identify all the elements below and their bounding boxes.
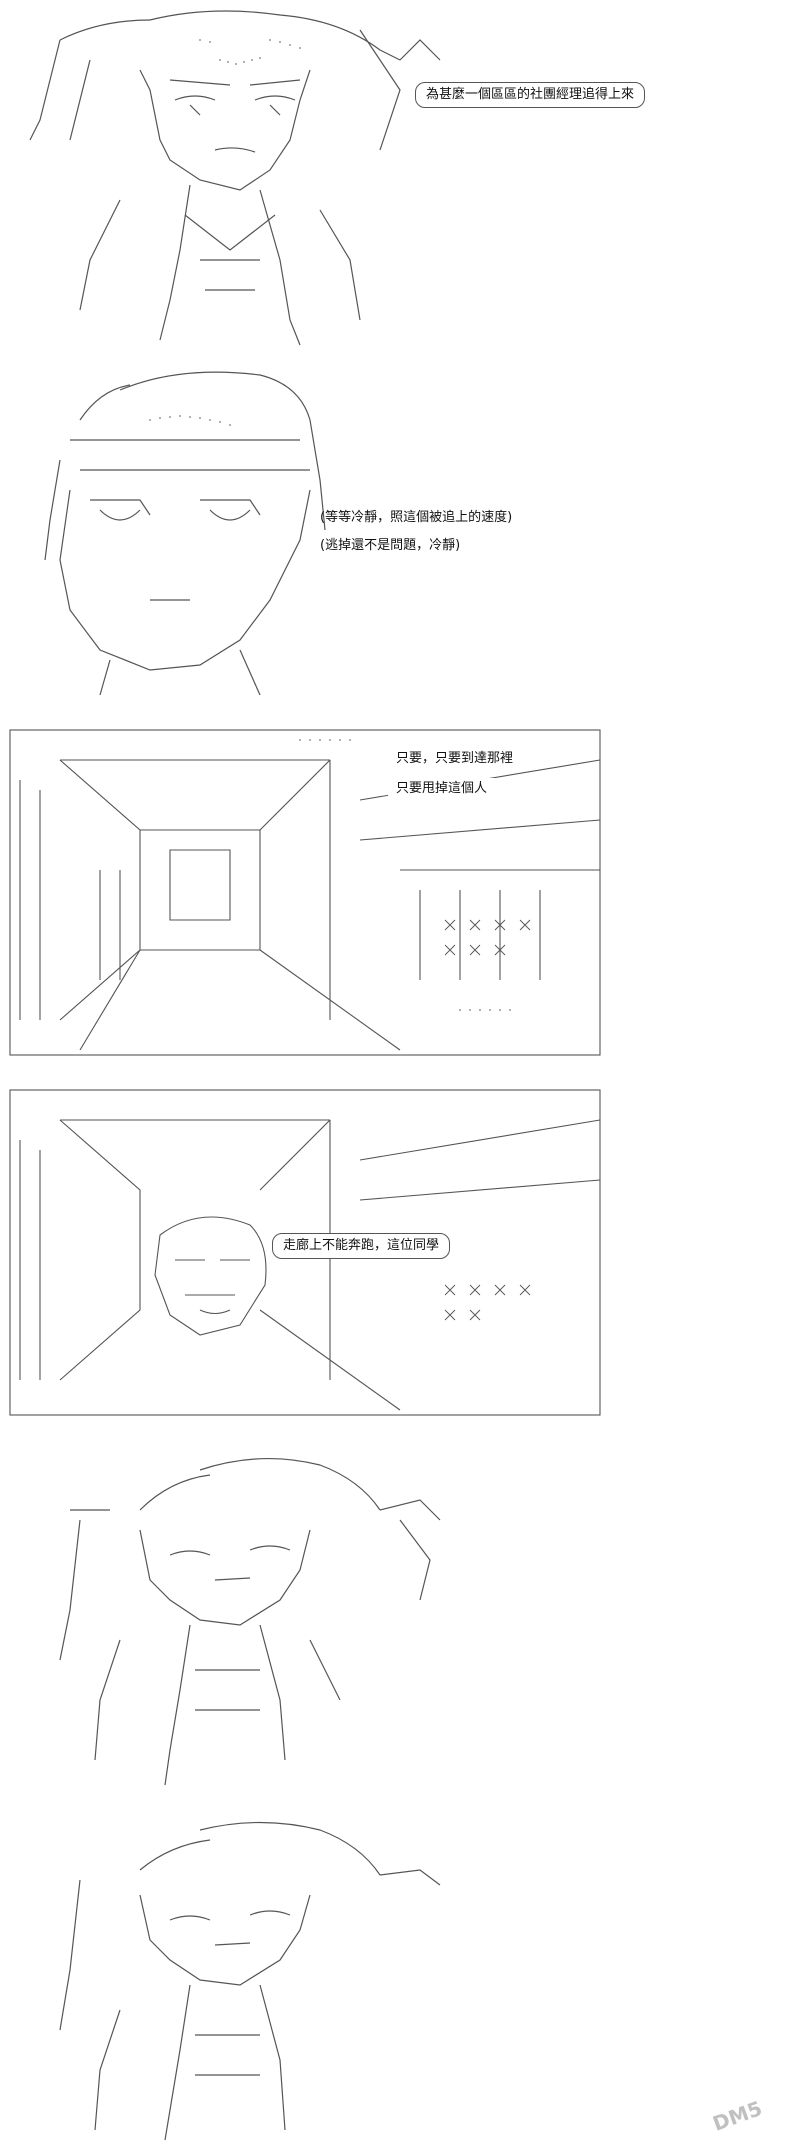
dialogue-text: (逃掉還不是問題，冷靜): [320, 538, 461, 553]
panel-2: (等等冷靜，照這個被追上的速度) (逃掉還不是問題，冷靜): [0, 360, 800, 700]
speech-bubble: 為甚麼一個區區的社團經理追得上來: [415, 82, 646, 108]
dialogue-text: 為甚麼一個區區的社團經理追得上來: [426, 87, 635, 102]
dialogue-text: 只要甩掉這個人: [396, 781, 488, 796]
panel-2-character-art: [44, 371, 326, 696]
thought-line-2: (逃掉還不是問題，冷靜): [320, 538, 460, 554]
dialogue-text: 走廊上不能奔跑，這位同學: [283, 1238, 440, 1253]
panel-4-hallway-art: [9, 1089, 601, 1416]
thought-line-2: 只要甩掉這個人: [388, 778, 496, 800]
speech-bubble: 走廊上不能奔跑，這位同學: [272, 1233, 451, 1259]
panel-3-hallway-art: [9, 729, 601, 1056]
panel-1-character-art: [29, 10, 441, 346]
panel-1: 為甚麼一個區區的社團經理追得上來: [0, 0, 800, 350]
thought-line-1: 只要，只要到達那裡: [388, 748, 522, 770]
panel-4: 走廊上不能奔跑，這位同學: [0, 1085, 800, 1430]
panel-6: DM5: [0, 1810, 800, 2141]
watermark-text: DM5: [710, 2096, 766, 2135]
panel-5-character-art: [59, 1457, 441, 1786]
dialogue-text: 只要，只要到達那裡: [396, 751, 514, 766]
panel-3: 只要，只要到達那裡 只要甩掉這個人: [0, 720, 800, 1065]
dialogue-text: (等等冷靜，照這個被追上的速度): [320, 510, 513, 525]
thought-line-1: (等等冷靜，照這個被追上的速度): [320, 510, 512, 526]
watermark-logo: DM5: [710, 2096, 766, 2135]
panel-6-character-art: [59, 1821, 441, 2141]
panel-5: [0, 1450, 800, 1790]
